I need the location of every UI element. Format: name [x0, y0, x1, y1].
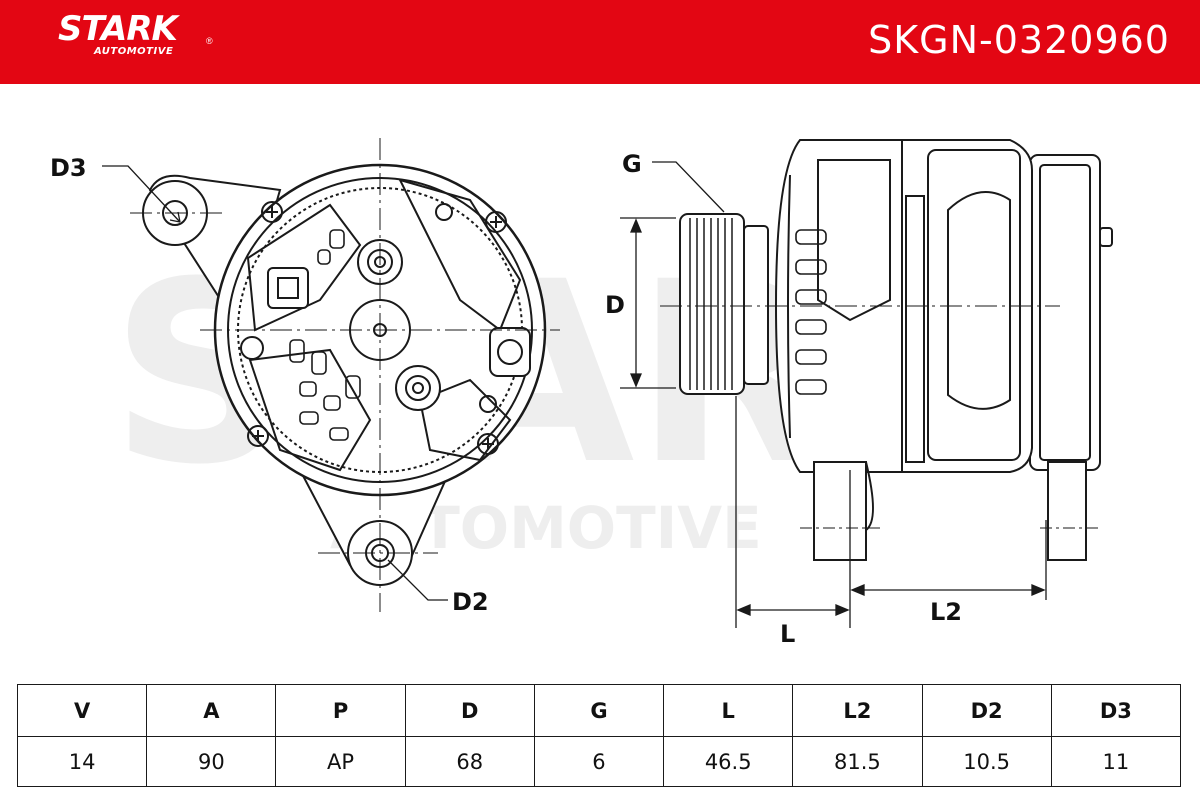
header-cell: A: [146, 684, 277, 737]
brand-reg: ®: [206, 36, 213, 46]
cooling-slots: [289, 229, 361, 441]
label-g: G: [622, 150, 642, 178]
header-bar: STARK AUTOMOTIVE ® SKGN-0320960: [0, 0, 1200, 84]
pulley-grooves: [689, 218, 733, 390]
alternator-front-view: [130, 138, 560, 612]
brand-name: STARK: [58, 9, 178, 49]
value-cell: 6: [533, 736, 665, 787]
housing-screws: [240, 201, 507, 455]
specifications-table: V A P D G L L2 D2 D3 14 90 AP 68 6 46.5 …: [16, 684, 1182, 787]
value-cell: 11: [1050, 736, 1182, 787]
header-cell: G: [533, 684, 665, 737]
brand-sub: AUTOMOTIVE: [94, 46, 174, 57]
alternator-side-view: [660, 139, 1113, 561]
header-cell: D2: [921, 684, 1052, 737]
header-cell: V: [16, 684, 148, 737]
label-d3: D3: [50, 154, 87, 182]
header-cell: P: [275, 684, 406, 737]
front-leaders: [102, 165, 448, 601]
value-cell: 10.5: [921, 736, 1052, 787]
value-cell: 90: [146, 736, 277, 787]
value-cell: 68: [404, 736, 535, 787]
label-l: L: [780, 620, 795, 648]
brand-logo: STARK AUTOMOTIVE ®: [58, 9, 213, 57]
table-row: 14 90 AP 68 6 46.5 81.5 10.5 11: [16, 736, 1182, 787]
side-dimensions: [620, 161, 1047, 628]
header-cell: D: [404, 684, 535, 737]
header-cell: D3: [1050, 684, 1182, 737]
header-cell: L: [663, 684, 794, 737]
value-cell: 14: [16, 736, 148, 787]
value-cell: 81.5: [792, 736, 923, 787]
front-housing-ribs: [795, 229, 827, 395]
part-number: SKGN-0320960: [868, 18, 1170, 62]
value-cell: 46.5: [663, 736, 794, 787]
header-cell: L2: [792, 684, 923, 737]
label-l2: L2: [930, 598, 962, 626]
label-d: D: [605, 291, 625, 319]
table-header-row: V A P D G L L2 D2 D3: [16, 684, 1182, 737]
label-d2: D2: [452, 588, 489, 616]
value-cell: AP: [275, 736, 406, 787]
technical-drawing: STARK AUTOMOTIVE ®: [50, 138, 1113, 648]
centerlines: [130, 138, 560, 612]
